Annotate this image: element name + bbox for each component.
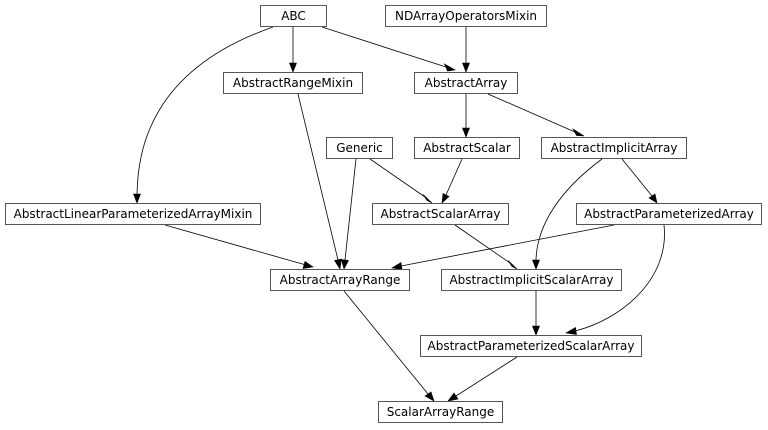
edge-abc-to-abstract-linear-parameterized-array-mixin [136,26,274,195]
arrowhead [424,391,435,402]
arrowhead [572,128,585,137]
node-abstract-array-range[interactable]: AbstractArrayRange [270,269,410,291]
node-abstract-parameterized-scalar-array[interactable]: AbstractParameterizedScalarArray [420,335,642,357]
arrowhead [462,127,470,138]
arrowhead [341,259,349,270]
edge-abstract-linear-parameterized-array-mixin-to-abstract-array-range [164,224,307,266]
node-scalar-array-range[interactable]: ScalarArrayRange [378,401,503,423]
node-abstract-implicit-scalar-array[interactable]: AbstractImplicitScalarArray [441,269,622,291]
arrowhead [507,260,518,270]
edge-abstract-parameterized-array-to-abstract-array-range [400,224,615,267]
arrowhead [334,258,342,270]
edge-abstract-scalar-array-to-abstract-implicit-scalar-array [454,224,511,264]
node-abstract-parameterized-array[interactable]: AbstractParameterizedArray [576,203,762,225]
edge-abstract-implicit-array-to-abstract-implicit-scalar-array [535,158,603,261]
node-generic[interactable]: Generic [326,137,393,159]
node-abstract-implicit-array[interactable]: AbstractImplicitArray [541,137,687,159]
edge-abstract-range-mixin-to-abstract-array-range [297,93,339,261]
node-abstract-scalar-array[interactable]: AbstractScalarArray [372,203,509,225]
node-abstract-linear-parameterized-array-mixin[interactable]: AbstractLinearParameterizedArrayMixin [5,203,261,225]
arrowhead [648,193,658,204]
arrowhead [302,261,314,269]
arrowhead [422,194,433,204]
arrowhead [391,262,403,270]
edge-abstract-array-to-abstract-implicit-array [487,93,576,133]
arrowhead [441,193,450,204]
edge-abstract-parameterized-array-to-abstract-parameterized-scalar-array [574,224,665,332]
arrowhead [565,327,577,335]
edge-generic-to-abstract-array-range [344,158,357,261]
edge-abc-to-abstract-array [321,26,447,68]
arrowhead [447,392,459,402]
arrowhead [133,193,141,204]
edge-abstract-scalar-to-abstract-scalar-array [445,158,463,196]
node-abstract-array[interactable]: AbstractArray [414,72,518,94]
edge-abstract-parameterized-scalar-array-to-scalar-array-range [455,356,518,397]
node-abstract-scalar[interactable]: AbstractScalar [414,137,520,159]
node-abstract-range-mixin[interactable]: AbstractRangeMixin [223,72,363,94]
arrowhead [532,325,540,336]
arrowhead [289,62,297,73]
arrowhead [443,63,456,72]
edge-abstract-implicit-array-to-abstract-parameterized-array [621,158,653,197]
arrowhead [462,62,470,73]
edge-abstract-array-range-to-scalar-array-range [343,290,429,395]
arrowhead [532,259,540,270]
edge-generic-to-abstract-scalar-array [369,158,426,198]
node-ndarray-operators-mixin[interactable]: NDArrayOperatorsMixin [385,5,547,27]
node-abc[interactable]: ABC [260,5,327,27]
